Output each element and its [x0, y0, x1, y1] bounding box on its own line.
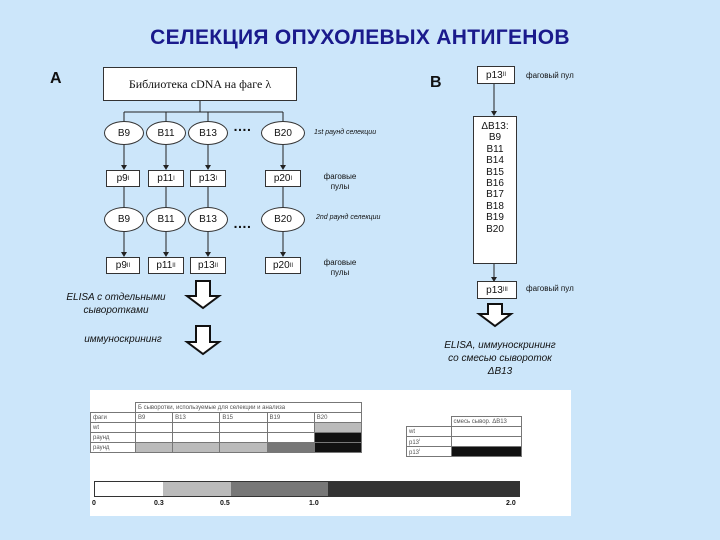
- delta-list-item: B18: [486, 200, 504, 212]
- col-header: B13: [172, 412, 221, 423]
- library-box: Библиотека cDNA на фаге λ: [103, 67, 297, 101]
- delta-list-item: B16: [486, 178, 504, 190]
- col-header: B19: [266, 412, 315, 423]
- color-scale: [94, 481, 520, 497]
- delta-list-item: B9: [488, 132, 502, 144]
- row-label: wt: [406, 426, 452, 437]
- elisa-note-b: ELISA, иммуноскрининг со смесью сыворото…: [444, 340, 556, 377]
- delta-list-item: B20: [486, 223, 504, 235]
- scale-tick: 1.0: [309, 500, 319, 507]
- round1-b20: B20: [261, 121, 305, 145]
- delta-list-item: ΔB13:: [481, 121, 509, 132]
- right-table: смесь сывор. ΔB13 wt p13I p13I: [406, 416, 522, 457]
- round1-note: 1st раунд селекции: [314, 129, 377, 136]
- round1-b13: B13: [188, 121, 228, 145]
- delta-list-item: B19: [486, 212, 504, 224]
- round2-b20: B20: [261, 207, 305, 232]
- elisa-note-a: ELISA с отдельными сыворотками: [66, 292, 166, 316]
- round1-b9: B9: [104, 121, 144, 145]
- right-table-header: смесь сывор. ΔB13: [450, 416, 522, 427]
- immuno-note: иммуноскрининг: [84, 334, 162, 345]
- ellipsis-1: ….: [233, 118, 251, 134]
- top-pool-note: фаговый пул: [526, 71, 574, 80]
- scale-tick: 2.0: [506, 500, 516, 507]
- pools2-note: фаговые пулы: [323, 258, 357, 277]
- pools1-note: фаговые пулы: [323, 172, 357, 191]
- bottom-pool-note: фаговый пул: [526, 284, 574, 293]
- col-header: B15: [219, 412, 268, 423]
- round2-note: 2nd раунд селекции: [316, 214, 381, 221]
- round2-b13: B13: [188, 207, 228, 232]
- left-table: Б сыворотки, используемые для селекции и…: [90, 402, 363, 453]
- round1-b11: B11: [146, 121, 186, 145]
- results-table: Б сыворотки, используемые для селекции и…: [90, 390, 571, 516]
- row-label: p13I: [406, 436, 452, 447]
- panel-b-letter: В: [430, 74, 442, 91]
- row-label: раунд: [90, 442, 136, 453]
- delta-list-item: B14: [486, 155, 504, 167]
- page-title: СЕЛЕКЦИЯ ОПУХОЛЕВЫХ АНТИГЕНОВ: [150, 26, 570, 49]
- delta-list-item: B11: [486, 143, 504, 155]
- round2-b11: B11: [146, 207, 186, 232]
- delta-list-item: B15: [486, 166, 504, 178]
- row-label: раунд: [90, 432, 136, 443]
- row-label: p13I: [406, 446, 452, 457]
- col-header: B9: [134, 412, 174, 423]
- row-label: фаги: [90, 412, 136, 423]
- col-header: B20: [313, 412, 363, 423]
- panel-a-letter: А: [50, 70, 62, 87]
- round2-b9: B9: [104, 207, 144, 232]
- row-label: wt: [90, 422, 136, 433]
- table-header: Б сыворотки, используемые для селекции и…: [135, 402, 362, 413]
- ellipsis-2: ….: [233, 215, 251, 231]
- scale-tick: 0.3: [154, 500, 164, 507]
- delta-list-item: B17: [486, 189, 504, 201]
- scale-tick: 0.5: [220, 500, 230, 507]
- scale-tick: 0: [92, 500, 96, 507]
- delta-b13-list: ΔB13: B9 B11 B14 B15 B16 B17 B18 B19 B20: [473, 116, 517, 264]
